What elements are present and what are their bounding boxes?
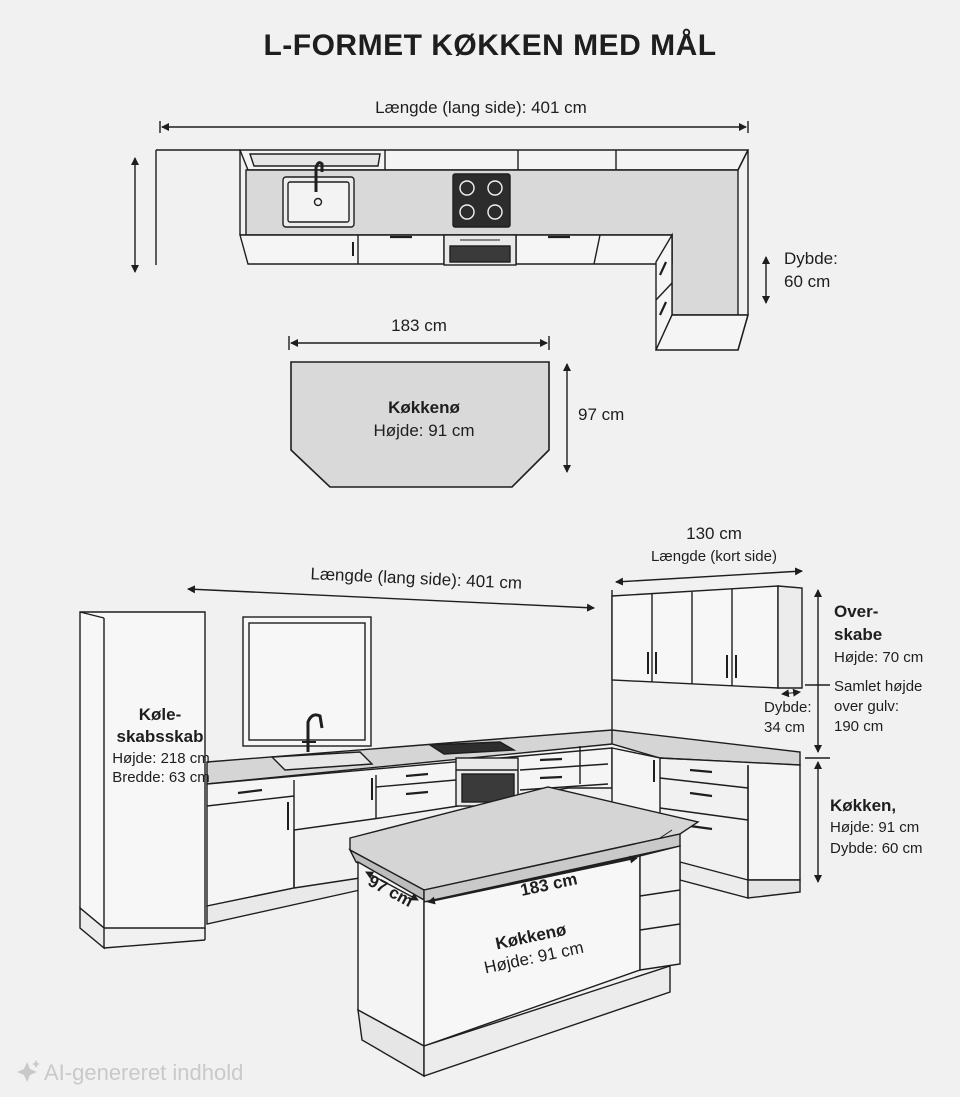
fridge-width: Bredde: 63 cm — [112, 769, 210, 786]
persp-sink — [270, 751, 374, 771]
total-height-2: over gulv: — [834, 698, 899, 715]
persp-short-value: 130 cm — [686, 524, 742, 543]
persp-island — [348, 786, 700, 1078]
persp-long-label: Længde (lang side): 401 cm — [310, 564, 522, 593]
sparkle-icon — [17, 1060, 40, 1082]
persp-long-dimension — [187, 585, 595, 612]
persp-short-dimension — [615, 567, 803, 586]
persp-short-label: Længde (kort side) — [651, 548, 777, 565]
plan-view — [131, 121, 770, 488]
plan-island-name: Køkkenø — [388, 398, 460, 417]
plan-depth-value: 60 cm — [784, 272, 830, 291]
plan-island-height: Højde: 91 cm — [373, 421, 474, 440]
persp-cooktop — [427, 741, 517, 755]
upper-name-2: skabe — [834, 625, 882, 644]
kitchen-name: Køkken, — [830, 796, 896, 815]
upper-name-1: Over- — [834, 602, 878, 621]
kitchen-height: Højde: 91 cm — [830, 819, 919, 836]
perspective-view — [79, 567, 830, 1078]
upper-depth-label: Dybde: — [764, 699, 812, 716]
total-height-3: 190 cm — [834, 718, 883, 735]
upper-depth-value: 34 cm — [764, 719, 805, 736]
upper-height: Højde: 70 cm — [834, 649, 923, 666]
fridge-name-1: Køle- — [139, 705, 182, 724]
window — [242, 616, 372, 747]
fridge-height: Højde: 218 cm — [112, 750, 210, 767]
plan-length-label: Længde (lang side): 401 cm — [375, 98, 587, 117]
fridge — [79, 611, 206, 950]
plan-cooktop — [452, 173, 511, 228]
plan-island-depth-label: 97 cm — [578, 405, 624, 424]
plan-island-width-label: 183 cm — [391, 316, 447, 335]
fridge-name-2: skabsskab — [117, 727, 204, 746]
page-title: L-FORMET KØKKEN MED MÅL — [263, 29, 716, 62]
total-height-1: Samlet højde — [834, 678, 922, 695]
watermark-text: AI-genereret indhold — [44, 1060, 243, 1085]
upper-cabinets — [611, 585, 803, 698]
kitchen-depth: Dybde: 60 cm — [830, 840, 923, 857]
plan-island — [290, 361, 550, 488]
plan-depth-label: Dybde: — [784, 249, 838, 268]
